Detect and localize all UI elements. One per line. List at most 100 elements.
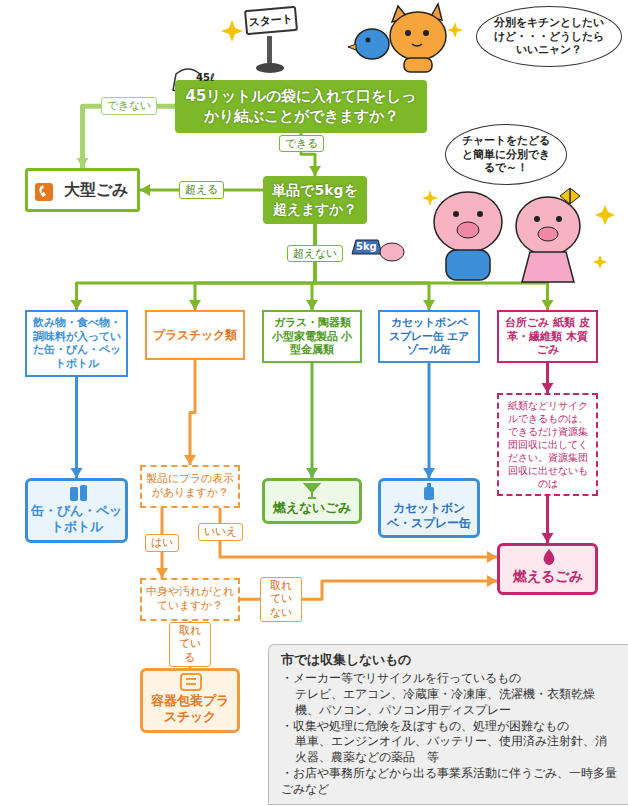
box-text: ガラス・陶器類 小型家電製品 小型金属類 [268,316,356,357]
box-text: チャートをたどると簡単に分別できるで～！ [460,134,552,175]
icon-graphic [542,548,556,566]
arrowhead [487,575,497,587]
box-text: 45リットルの袋に入れて口をしっかり結ぶことができますか？ [185,86,417,127]
sparkle [422,190,438,206]
arrowhead [71,468,83,478]
arrowhead [71,300,83,310]
flow-box: チャートをたどると簡単に分別できるで～！ [445,124,567,185]
box-text: 大型ごみ [58,180,133,201]
icon-graphic [34,182,54,202]
box-text: 製品にプラの表示がありますか？ [146,472,234,501]
flow-connector [190,360,195,465]
pig-eye [534,216,540,222]
sparkle [595,205,615,225]
edge-label: できる [279,135,324,153]
cat-eye [405,30,411,36]
arrowhead [542,533,554,543]
flow-connector [83,106,176,168]
box-text: 飲み物・食べ物・調味料が入っていた缶・びん・ペットボトル [31,316,122,371]
weight-pig [352,240,404,261]
arrowhead [156,568,168,578]
box-text: 台所ごみ 紙類 皮革・繊維類 木質ごみ [503,316,592,357]
flow-box: カセットボンベ スプレー缶 エアゾール缶 [378,310,480,363]
flow-box: 缶・びん・ペットボトル [25,478,128,543]
cat-head [390,12,446,60]
icon-graphic [180,673,202,691]
bird [348,29,389,59]
flow-box: 市では収集しないもの・メーカー等でリサイクルを行っているものテレビ、エアコン、冷… [268,644,628,805]
box-text: 単品で5kgを超えますか？ [271,181,359,219]
flow-box: 大型ごみ [25,168,140,212]
sparkle [221,20,243,42]
flow-box: カセットボンベ・スプレー缶 [378,478,480,538]
arrowhead [140,184,150,196]
bird-beak [348,44,356,50]
weight [352,240,382,254]
box-text: 燃えないごみ [268,499,356,517]
flow-box: 単品で5kgを超えますか？ [263,176,367,224]
arrowhead [306,300,318,310]
bird-body [355,29,389,59]
box-text: プラスチック類 [151,327,239,344]
pig-boy [434,192,502,280]
arrowhead [542,300,554,310]
arrowhead [77,158,89,168]
flow-box: 飲み物・食べ物・調味料が入っていた缶・びん・ペットボトル [25,310,128,377]
arrowhead [542,383,554,393]
arrowhead [309,166,321,176]
edge-label: 取れている [169,622,212,667]
flow-box: 燃えるごみ [497,543,598,595]
pig-eye [477,211,483,217]
flow-connector [428,363,431,478]
small-pig [380,243,404,261]
pig-dress [522,252,574,282]
box-icon [68,484,90,506]
pig-ribbon [560,188,580,204]
flow-box: 45リットルの袋に入れて口をしっかり結ぶことができますか？ [175,80,427,133]
start-sign-post [256,36,284,73]
box-text: ・メーカー等でリサイクルを行っているもの [281,671,618,687]
arrowhead [184,455,196,465]
box-text: ・お店や事務所などから出る事業系活動に伴うごみ、一時多量ごみなど [281,766,618,798]
cat [390,4,446,72]
box-text: 単車、エンジンオイル、バッテリー、使用済み注射針、消火器、農薬などの薬品 等 [281,734,618,766]
annotation-label: 5kg [356,241,377,252]
bird-eye [366,38,371,43]
icon-graphic [303,483,321,499]
icon-graphic [422,483,436,501]
box-text: 中身や汚れがとれていますか？ [146,585,234,614]
edge-label: 超えない [287,245,343,263]
sparkle [593,255,607,269]
edge-label: いいえ [198,523,243,541]
cat-eye [423,30,429,36]
box-text: テレビ、エアコン、冷蔵庫・冷凍庫、洗濯機・衣類乾燥機、パソコン、パソコン用ディス… [281,687,618,719]
arrowhead [306,468,318,478]
sparkle [447,22,463,38]
box-icon [34,182,54,206]
box-text: 燃えるごみ [503,568,592,586]
flow-box: 分別をキチンとしたいけど・・・どうしたらいいニャン？ [476,6,622,67]
flow-box: 紙類などリサイクルできるものは、できるだけ資源集団回収に出してください。資源集団… [497,393,598,496]
box-text: ・収集や処理に危険を及ぼすもの、処理が困難なもの [281,719,618,735]
box-text: 市では収集しないもの [281,651,618,669]
pig-girl [516,188,580,282]
pig-head [516,197,580,255]
flow-connector [195,224,315,310]
annotation-label: 45ℓ [196,72,215,83]
flow-connector [77,224,316,310]
arrowhead [487,551,497,563]
flow-connector [315,224,548,310]
edge-label: 取れていない [260,577,303,622]
flow-box: スタート [244,6,298,35]
box-text: 容器包装プラスチック [146,693,234,726]
pig-head [434,192,502,252]
pig-eye [453,211,459,217]
box-text: カセットボンベ・スプレー缶 [384,501,474,531]
flow-box: 製品にプラの表示がありますか？ [140,465,240,508]
pig-snout [457,222,479,238]
arrowhead [189,300,201,310]
pig-body [446,250,490,280]
flow-box: 燃えないごみ [262,478,362,524]
pig-snout [538,227,558,241]
